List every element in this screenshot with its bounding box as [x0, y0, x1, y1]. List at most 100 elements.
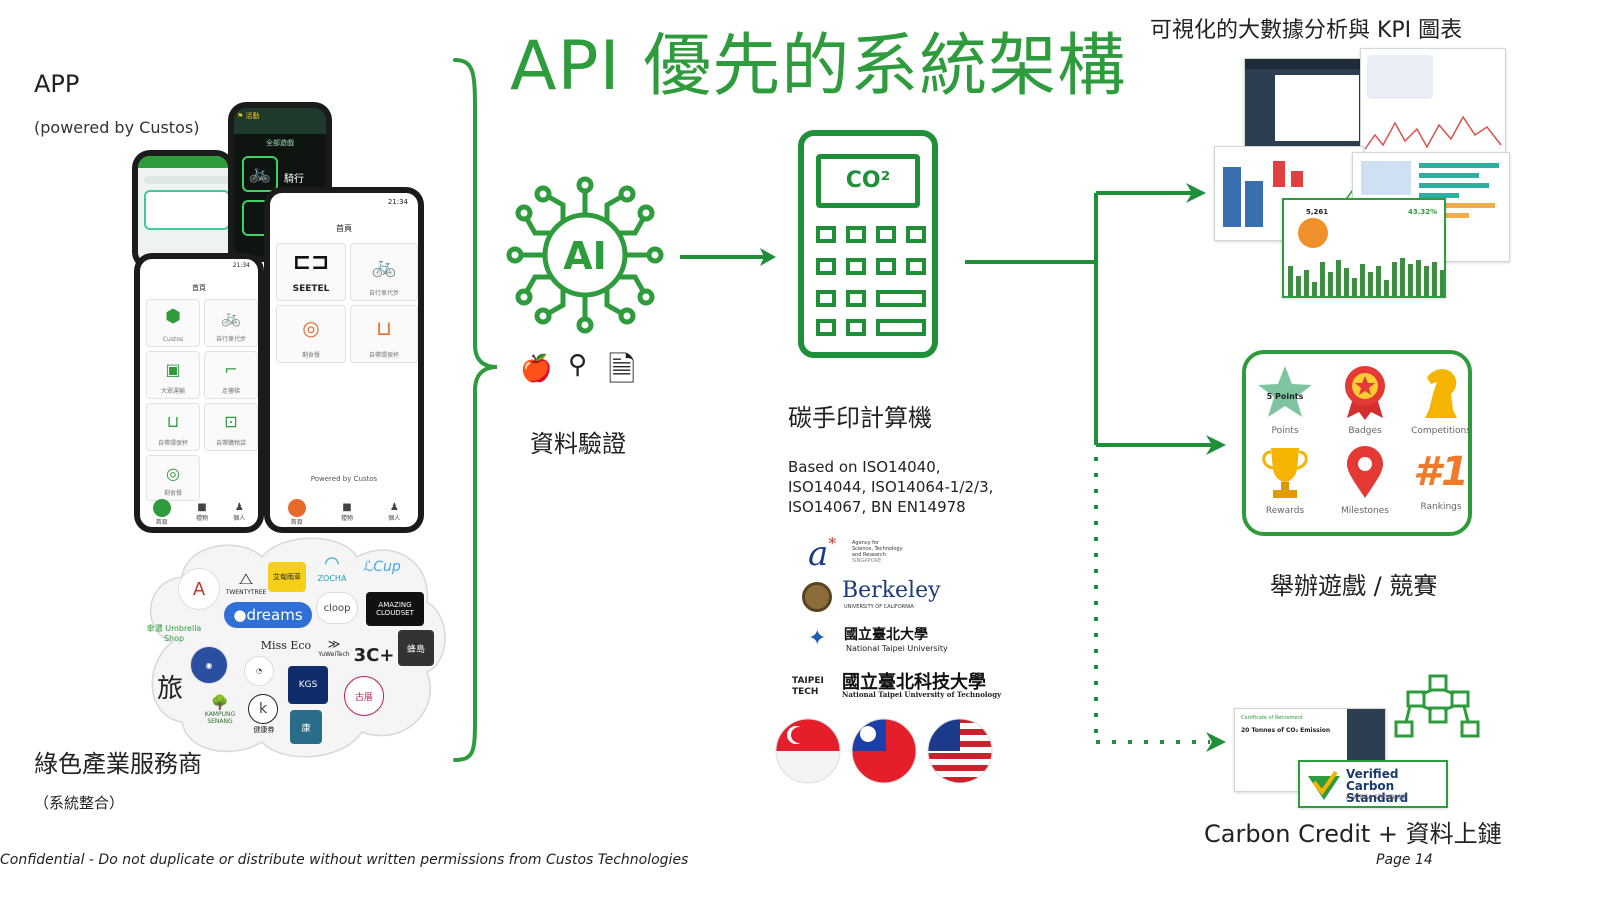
person-icon: ♟ — [234, 502, 244, 513]
kpi-value-1: 5,261 — [1306, 208, 1329, 216]
tile-cup[interactable]: ⊔自帶環保杯 — [350, 305, 418, 363]
nav-gift[interactable]: ■禮物 — [340, 502, 353, 522]
partner-logo-amazing-cloudset: AMAZING CLOUDSET — [366, 592, 424, 626]
star-icon — [1258, 366, 1312, 417]
partner-logo-jiankang: 健康券 — [253, 726, 275, 734]
bicycle-icon: 🚲 — [371, 254, 397, 278]
tile-bike[interactable]: 🚲自行車代步 — [350, 243, 418, 301]
partner-logo-kang: 康 — [290, 710, 322, 744]
hexagon-icon: ⬢ — [165, 306, 181, 327]
partner-logo-cloop: cloop — [316, 592, 358, 624]
kpi-value-2: 43.32% — [1408, 208, 1438, 216]
analytics-label: 可視化的大數據分析與 KPI 圖表 — [1150, 18, 1463, 43]
competitions-item: Competitions — [1406, 364, 1476, 436]
calculator-keys — [816, 226, 926, 340]
badge-icon — [1345, 366, 1385, 420]
grouping-brace — [453, 58, 498, 762]
nav-profile[interactable]: ♟個人 — [233, 502, 246, 522]
points-item: 5 Points Points — [1250, 364, 1320, 436]
partner-logo-lu: 旅 — [156, 673, 183, 704]
nav-gift[interactable]: ■禮物 — [195, 502, 208, 522]
partner-logo-small: ◔ — [244, 656, 274, 686]
rewards-item: Rewards — [1250, 444, 1320, 516]
bicycle-icon: 🚲 — [221, 308, 241, 327]
ai-text: AI — [563, 234, 607, 278]
partner-logo-misseco: Miss Eco — [260, 638, 312, 652]
partner-logo-kampung: 🌳KAMPUNG SENANG — [204, 695, 236, 725]
home-icon — [287, 498, 306, 517]
validation-label: 資料驗證 — [530, 430, 626, 458]
tile-cup[interactable]: ⊔自帶環保杯 — [146, 403, 200, 451]
powered-by: Powered by Custos — [310, 475, 378, 483]
ai-chip-icon — [506, 176, 664, 334]
tile-seetel[interactable]: ⊏⊐SEETEL — [276, 243, 346, 301]
partner-logo-kgs: KGS — [288, 666, 328, 704]
plate-icon: ◎ — [302, 316, 320, 340]
document-search-icon: 🗎 — [608, 350, 636, 390]
nav-profile[interactable]: ♟個人 — [388, 502, 401, 522]
calculator-icon: CO² — [798, 130, 938, 358]
bottom-nav: 首頁 ■禮物 ♟個人 — [140, 498, 258, 526]
milestones-item: Milestones — [1330, 444, 1400, 516]
tile-stairs[interactable]: ⌐走樓梯 — [204, 351, 258, 399]
vcs-logo: Verified Carbon Standard A VERRA STANDAR… — [1298, 760, 1448, 808]
tile-bike[interactable]: 🚲自行車代步 — [204, 299, 258, 347]
tile-transit[interactable]: ▣大眾運輸 — [146, 351, 200, 399]
dashboard-screenshot-2 — [1360, 48, 1506, 156]
app-label: APP — [34, 70, 80, 98]
partner-logo-twentytree: ⧍TWENTYTREE — [225, 568, 267, 596]
ride-label: 騎行 — [284, 174, 304, 185]
screen-header: 首頁 — [192, 284, 206, 292]
partners-sublabel: （系統整合） — [34, 794, 125, 812]
app-sublabel: (powered by Custos) — [34, 118, 200, 137]
menu-grid — [144, 190, 228, 230]
singapore-flag-icon — [776, 719, 840, 783]
astar-logo: a* Agency for Science, Technology and Re… — [808, 534, 903, 574]
trophy-icon — [1262, 448, 1308, 498]
location-pins-icon: ⚲ — [568, 350, 588, 380]
taiwan-flag-icon — [852, 719, 916, 783]
rank-number-icon: #1 — [1413, 449, 1469, 495]
ntpu-logo: ✦ 國立臺北大學 National Taipei University — [808, 626, 948, 653]
tile-bag[interactable]: ⊡自帶購物袋 — [204, 403, 258, 451]
carbon-label: Carbon Credit + 資料上鏈 — [1204, 820, 1502, 848]
home-icon — [152, 498, 171, 517]
partner-logo-dreams: ●dreams — [224, 602, 312, 628]
gift-icon: ■ — [342, 502, 352, 513]
chess-knight-icon — [1425, 369, 1457, 418]
bottom-nav: 首頁 ■禮物 ♟個人 — [270, 498, 418, 526]
nav-home[interactable]: 首頁 — [152, 498, 171, 526]
partner-logo-fengdao: 蜂島 — [398, 630, 434, 666]
phone-dark: ⚑ 活動 全部遊戲 🚲 騎行 — [228, 102, 332, 262]
checkmark-icon — [1308, 770, 1340, 800]
calculator-display: CO² — [816, 154, 920, 208]
phone-back — [132, 150, 234, 270]
tile-food[interactable]: ◎剩食餐 — [276, 305, 346, 363]
phone-left: 21:34 首頁 ⬢Custos 🚲自行車代步 ▣大眾運輸 ⌐走樓梯 ⊔自帶環保… — [134, 253, 264, 533]
gamification-box: 5 Points Points Badges Competitions Rewa… — [1242, 350, 1472, 536]
partner-logo-aidian: 艾甸雨草 — [268, 562, 306, 592]
dashboard-screenshot-1 — [1244, 58, 1364, 148]
nav-home[interactable]: 首頁 — [287, 498, 306, 526]
partner-logo-circle: ◉ — [190, 646, 228, 684]
screen-header: 首頁 — [336, 224, 352, 233]
taipeitech-logo: TAIPEI TECH 國立臺北科技大學 National Taipei Uni… — [792, 672, 1002, 699]
usa-flag-icon — [928, 719, 992, 783]
partners-label: 綠色產業服務商 — [34, 750, 202, 778]
partner-logo-zocha: ◠ZOCHA — [317, 553, 347, 583]
country-flags — [775, 718, 993, 784]
gift-icon: ■ — [197, 502, 207, 513]
status-time: 21:34 — [232, 262, 250, 269]
partner-logo-k: k — [248, 694, 278, 724]
dark-header: 全部遊戲 — [266, 139, 294, 147]
page-title: API 優先的系統架構 — [510, 27, 1127, 106]
badges-item: Badges — [1330, 364, 1400, 436]
rankings-item: #1 Rankings — [1406, 444, 1476, 512]
tile-custos[interactable]: ⬢Custos — [146, 299, 200, 347]
stairs-icon: ⌐ — [224, 360, 238, 379]
status-time: 21:34 — [387, 198, 408, 206]
tile-food[interactable]: ◎剩食餐 — [146, 455, 200, 501]
partner-logo-yuweitech: ≫YuWeiTech — [318, 636, 350, 658]
phone-right: 21:34 首頁 ⊏⊐SEETEL 🚲自行車代步 ◎剩食餐 ⊔自帶環保杯 Pow… — [264, 187, 424, 533]
